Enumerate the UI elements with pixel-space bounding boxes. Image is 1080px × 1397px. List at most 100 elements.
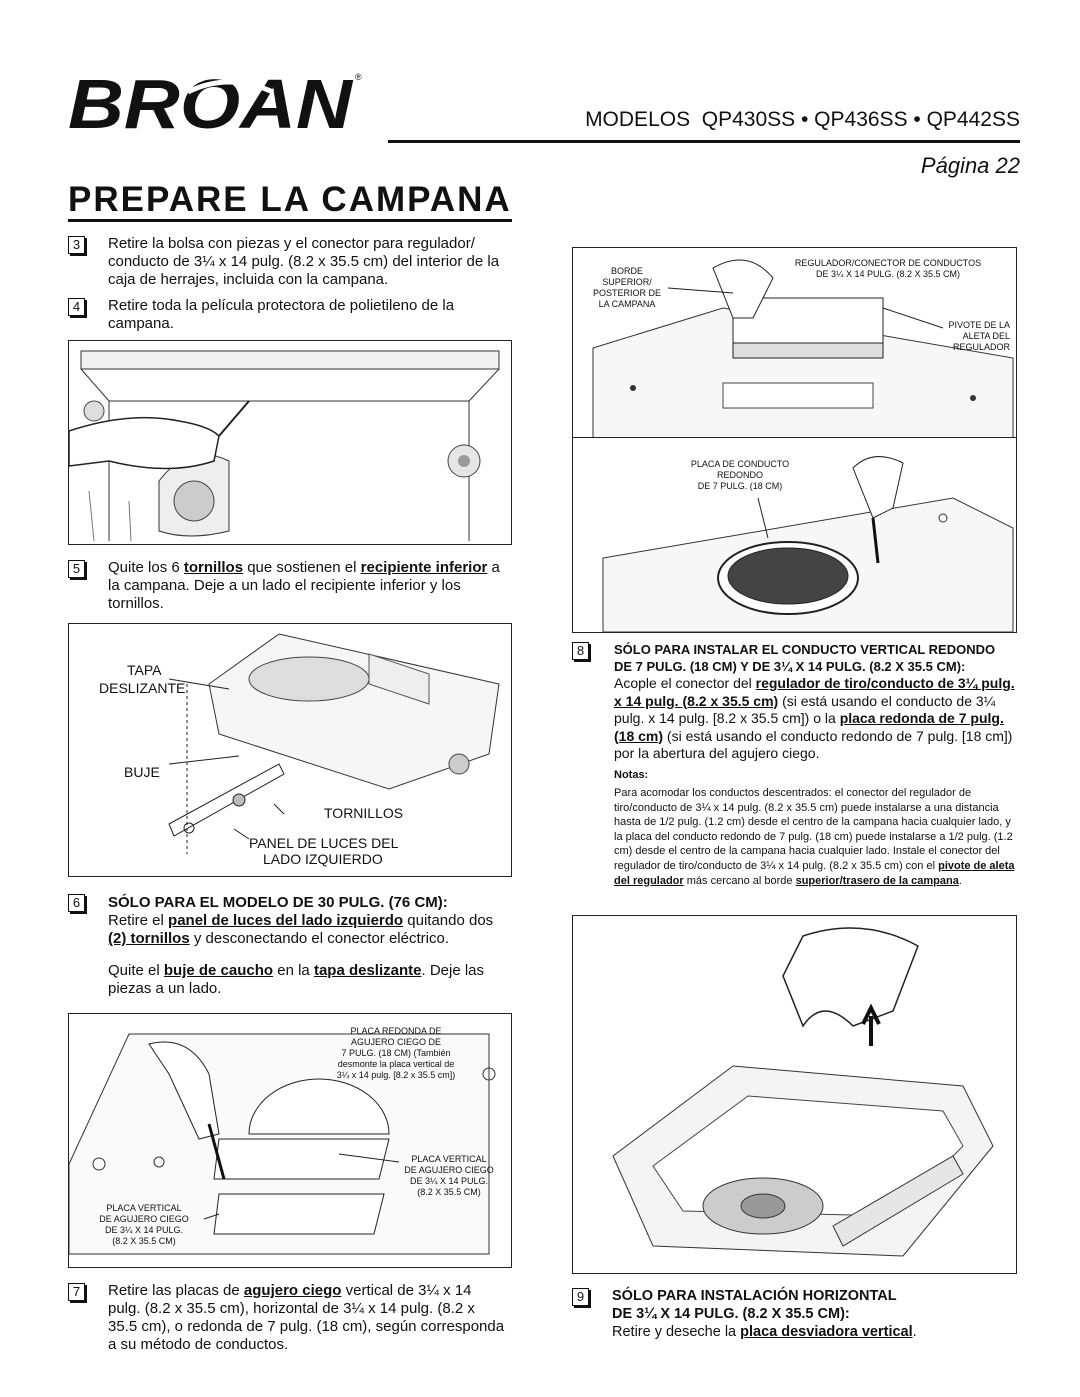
- step-7-number: 7: [68, 1283, 85, 1301]
- notes-pivot-term: pivote de aleta del regulador: [614, 859, 1015, 887]
- step-8-heading-1: SÓLO PARA INSTALAR EL CONDUCTO VERTICAL …: [614, 642, 996, 657]
- step-8-text-a: Acople el conector del: [614, 675, 756, 691]
- step-8-heading-2: DE 7 PULG. (18 CM) Y DE 3¼ X 14 PULG. (8…: [614, 659, 966, 674]
- label-vertical-line: DE AGUJERO CIEGO: [99, 1214, 189, 1224]
- step-3-text: Retire la bolsa con piezas y el conector…: [108, 235, 500, 288]
- figure-hood-film: [68, 340, 512, 545]
- step-8-text-c: (si está usando el conducto de 3¼ pulg. …: [614, 692, 996, 727]
- label-edge-line: POSTERIOR DE: [592, 288, 661, 298]
- step-9-text-a: Retire y deseche la: [612, 1324, 741, 1340]
- label-vertical-line: PLACA VERTICAL: [106, 1203, 182, 1213]
- label-round-line: 3¼ x 14 pulg. [8.2 x 35.5 cm]): [336, 1070, 456, 1080]
- step-5-screws-term: tornillos: [183, 559, 244, 576]
- broan-logo: BROAN ®: [68, 70, 368, 132]
- step-5-bottom-pan-term: recipiente inferior: [360, 559, 488, 576]
- label-round-line: 7 PULG. (18 CM) (También: [341, 1048, 451, 1058]
- step-9-deflector-term: placa desviadora vertical: [740, 1324, 913, 1340]
- models-label: MODELOS: [585, 108, 691, 131]
- notes-title: Notas:: [614, 769, 649, 781]
- label-tornillos: TORNILLOS: [324, 805, 404, 821]
- label-edge-line: BORDE: [610, 266, 643, 276]
- notes-edge-term: superior/trasero de la campana: [795, 874, 959, 887]
- label-damper-line: REGULADOR/CONECTOR DE CONDUCTOS: [794, 258, 982, 268]
- step-4-number: 4: [68, 298, 85, 316]
- step-9-text-c: .: [912, 1324, 917, 1340]
- step-7-text: Retire las placas de agujero ciego verti…: [108, 1282, 508, 1354]
- step-9-heading-1: SÓLO PARA INSTALACIÓN HORIZONTAL: [612, 1288, 897, 1304]
- label-damper-line: DE 3¼ X 14 PULG. (8.2 X 35.5 CM): [815, 269, 961, 279]
- step-9-number: 9: [572, 1288, 589, 1306]
- step-7-text-c: vertical de 3¼ x 14 pulg. (8.2 x 35.5 cm…: [108, 1282, 505, 1353]
- label-vertical-line: DE AGUJERO CIEGO: [404, 1165, 494, 1175]
- step-8-number: 8: [572, 642, 589, 660]
- step-5-text-e: a la campana. Deje a un lado el recipien…: [108, 559, 500, 612]
- label-pivot-line: PIVOTE DE LA: [948, 320, 1010, 330]
- notes-text-c: más cercano al borde: [683, 874, 796, 887]
- step-6-text-a: Retire el: [108, 912, 169, 929]
- step-6-text-2: Quite el buje de caucho en la tapa desli…: [108, 962, 513, 998]
- step-7-text-a: Retire las placas de: [108, 1282, 244, 1299]
- step-6-text-h: en la: [273, 962, 314, 979]
- models-line: MODELOS QP430SS • QP436SS • QP442SS: [560, 108, 1020, 132]
- step-6-number: 6: [68, 894, 85, 912]
- title-rule: [68, 219, 512, 222]
- step-6-text-f: Quite el: [108, 962, 164, 979]
- label-round-line: desmonte la placa vertical de: [337, 1059, 455, 1069]
- step-7-knockout-term: agujero ciego: [243, 1282, 342, 1299]
- label-vertical-line: (8.2 X 35.5 CM): [417, 1187, 481, 1197]
- label-vertical-knockout-right: PLACA VERTICAL DE AGUJERO CIEGO DE 3¼ X …: [394, 1154, 504, 1198]
- label-edge-line: SUPERIOR/: [602, 277, 652, 287]
- label-vertical-line: DE 3¼ X 14 PULG.: [104, 1225, 184, 1235]
- label-round-line: PLACA REDONDA DE: [350, 1026, 442, 1036]
- notes-text-e: .: [958, 874, 962, 887]
- label-round-line: AGUJERO CIEGO DE: [350, 1037, 441, 1047]
- label-tapa: TAPA: [127, 662, 162, 678]
- step-9-text: Retire y deseche la placa desviadora ver…: [612, 1323, 1022, 1341]
- step-9-heading: SÓLO PARA INSTALACIÓN HORIZONTAL DE 3¼ X…: [612, 1287, 1022, 1323]
- step-6-screws-term: (2) tornillos: [108, 930, 190, 947]
- label-edge-line: LA CAMPANA: [598, 299, 656, 309]
- figure-knockouts: PLACA REDONDA DE AGUJERO CIEGO DE 7 PULG…: [68, 1013, 512, 1268]
- step-3-number: 3: [68, 236, 85, 254]
- header-rule: [388, 140, 1020, 143]
- step-8-text: Acople el conector del regulador de tiro…: [614, 675, 1019, 763]
- step-8-round-plate-term: placa redonda de 7 pulg. (18 cm): [614, 710, 1004, 744]
- label-round-knockout: PLACA REDONDA DE AGUJERO CIEGO DE 7 PULG…: [321, 1026, 471, 1081]
- figure-damper-connector: BORDE SUPERIOR/ POSTERIOR DE LA CAMPANA …: [572, 247, 1017, 439]
- label-top-rear-edge: BORDE SUPERIOR/ POSTERIOR DE LA CAMPANA: [587, 266, 667, 310]
- step-6-light-panel-term: panel de luces del lado izquierdo: [168, 912, 404, 929]
- label-plate-line: REDONDO: [716, 470, 763, 480]
- step-4-text: Retire toda la película protectora de po…: [108, 297, 455, 332]
- label-vertical-line: PLACA VERTICAL: [411, 1154, 487, 1164]
- label-panel-2: LADO IZQUIERDO: [263, 851, 383, 867]
- step-9-heading-2: DE 3¼ X 14 PULG. (8.2 X 35.5 CM):: [612, 1306, 850, 1322]
- step-6-heading: SÓLO PARA EL MODELO DE 30 PULG. (76 CM):: [108, 894, 448, 911]
- label-plate-line: DE 7 PULG. (18 CM): [697, 481, 783, 491]
- label-deslizante: DESLIZANTE: [99, 680, 186, 696]
- figure-light-panel: TAPA DESLIZANTE BUJE TORNILLOS PANEL DE …: [68, 623, 512, 877]
- label-damper-pivot: PIVOTE DE LA ALETA DEL REGULADOR: [928, 320, 1010, 353]
- label-vertical-line: DE 3¼ X 14 PULG.: [409, 1176, 489, 1186]
- label-pivot-line: ALETA DEL: [962, 331, 1010, 341]
- label-panel-1: PANEL DE LUCES DEL: [249, 835, 399, 851]
- page-title: PREPARE LA CAMPANA: [68, 180, 512, 219]
- step-5-number: 5: [68, 560, 85, 578]
- figure-round-plate: PLACA DE CONDUCTO REDONDO DE 7 PULG. (18…: [572, 437, 1017, 633]
- figure-deflector-plate: [572, 915, 1017, 1274]
- step-8-text-e: (si está usando el conducto redondo de 7…: [614, 727, 1013, 762]
- step-6-text-1: Retire el panel de luces del lado izquie…: [108, 912, 513, 948]
- page-number: Página 22: [920, 153, 1020, 178]
- label-plate-line: PLACA DE CONDUCTO: [690, 459, 790, 469]
- notes-text: Para acomodar los conductos descentrados…: [614, 786, 1020, 888]
- label-damper-connector: REGULADOR/CONECTOR DE CONDUCTOS DE 3¼ X …: [773, 258, 1003, 280]
- models-list: QP430SS • QP436SS • QP442SS: [701, 108, 1020, 131]
- svg-text:BROAN: BROAN: [68, 70, 354, 132]
- step-8-damper-term: regulador de tiro/conducto de 3¼ pulg. x…: [614, 675, 1015, 709]
- step-6-rubber-bushing-term: buje de caucho: [163, 962, 274, 979]
- step-5-text-a: Quite los 6: [108, 559, 184, 576]
- step-5-text: Quite los 6 tornillos que sostienen el r…: [108, 559, 513, 613]
- label-vertical-knockout-left: PLACA VERTICAL DE AGUJERO CIEGO DE 3¼ X …: [89, 1203, 199, 1247]
- label-round-plate: PLACA DE CONDUCTO REDONDO DE 7 PULG. (18…: [675, 459, 805, 492]
- step-6-text-j: . Deje las piezas a un lado.: [108, 962, 485, 997]
- label-vertical-line: (8.2 X 35.5 CM): [112, 1236, 176, 1246]
